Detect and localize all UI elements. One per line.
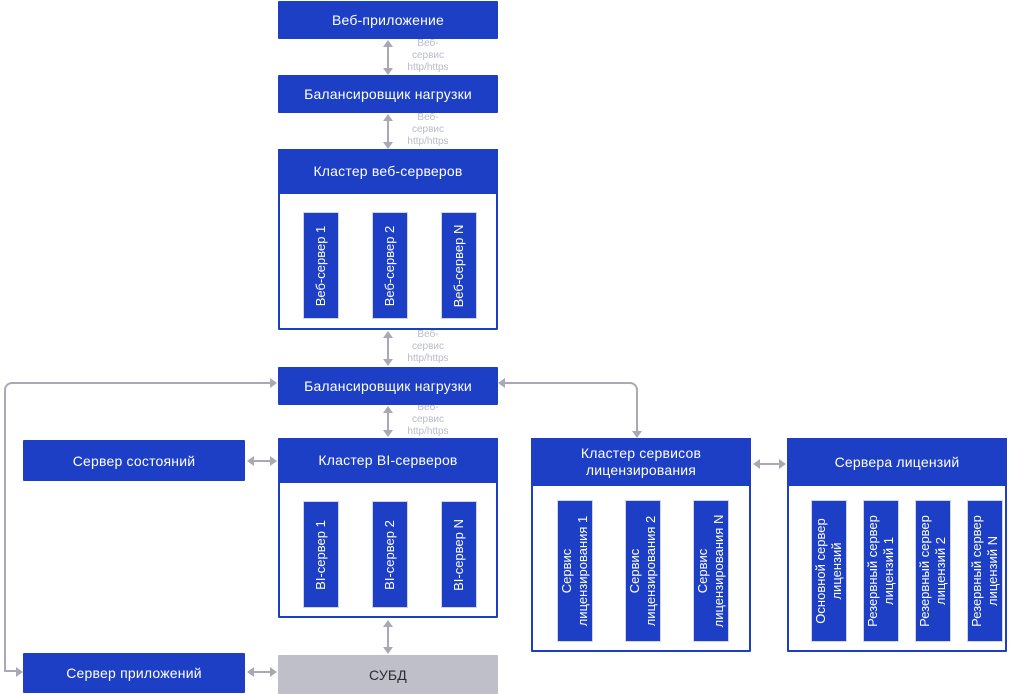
node-backup-license-server-n: Резервный сервер лицензий N bbox=[967, 500, 1003, 642]
node-web-application: Веб-приложение bbox=[278, 1, 498, 39]
connector-line bbox=[4, 382, 272, 672]
node-bi-server-n: BI-сервер N bbox=[441, 501, 477, 608]
arrowhead-right-icon bbox=[270, 456, 277, 466]
cluster-title: Кластер веб-серверов bbox=[313, 163, 463, 179]
node-label: Веб-сервер N bbox=[451, 224, 466, 307]
connector-line bbox=[387, 120, 389, 143]
connector-line bbox=[253, 460, 271, 462]
arrowhead-right-icon bbox=[270, 378, 277, 388]
node-web-server-2: Веб-сервер 2 bbox=[372, 212, 408, 319]
arrowhead-down-icon bbox=[383, 430, 393, 437]
cluster-web-servers: Кластер веб-серверов Веб-сервер 1 Веб-се… bbox=[278, 149, 498, 330]
connector-line bbox=[387, 626, 389, 648]
arrowhead-down-icon bbox=[383, 359, 393, 366]
node-label: Сервис лицензирования 1 bbox=[559, 515, 590, 627]
cluster-license-servers-header: Сервера лицензий bbox=[787, 438, 1007, 486]
node-licensing-service-2: Сервис лицензирования 2 bbox=[625, 500, 661, 642]
cluster-licensing-services-header: Кластер сервисов лицензирования bbox=[531, 438, 751, 486]
node-label: Сервис лицензирования 2 bbox=[627, 515, 658, 627]
node-label: СУБД bbox=[368, 666, 407, 683]
edge-label-web-service: Веб- сервис http/https bbox=[407, 38, 449, 73]
cluster-web-servers-header: Кластер веб-серверов bbox=[278, 149, 498, 194]
connector-line bbox=[505, 382, 638, 432]
node-label: Сервис лицензирования N bbox=[695, 514, 726, 628]
node-label: Сервер приложений bbox=[66, 665, 202, 681]
arrowhead-down-icon bbox=[383, 142, 393, 149]
connector-line bbox=[253, 671, 271, 673]
cluster-bi-servers: Кластер BI-серверов BI-сервер 1 BI-серве… bbox=[278, 438, 498, 618]
arrowhead-up-icon bbox=[383, 114, 393, 121]
arrowhead-right-icon bbox=[270, 667, 277, 677]
connector-line bbox=[387, 46, 389, 69]
cluster-title: Сервера лицензий bbox=[834, 453, 960, 470]
node-label: Веб-приложение bbox=[331, 12, 445, 28]
connector-line bbox=[759, 463, 780, 465]
connector-line bbox=[387, 412, 389, 431]
arrowhead-up-icon bbox=[383, 406, 393, 413]
arrowhead-up-icon bbox=[383, 40, 393, 47]
cluster-license-servers: Сервера лицензий Основной сервер лицензи… bbox=[787, 438, 1007, 652]
node-label: Веб-сервер 2 bbox=[382, 225, 397, 306]
arrowhead-down-icon bbox=[383, 647, 393, 654]
node-main-license-server: Основной сервер лицензий bbox=[811, 500, 847, 642]
arrowhead-left-icon bbox=[753, 459, 760, 469]
arrowhead-up-icon bbox=[383, 331, 393, 338]
edge-label-web-service: Веб- сервис http/https bbox=[407, 329, 449, 364]
arrowhead-up-icon bbox=[383, 620, 393, 627]
node-backup-license-server-1: Резервный сервер лицензий 1 bbox=[863, 500, 899, 642]
node-label: Основной сервер лицензий bbox=[813, 518, 844, 624]
node-state-server: Сервер состояний bbox=[23, 440, 245, 481]
node-web-server-1: Веб-сервер 1 bbox=[303, 212, 339, 319]
node-web-server-n: Веб-сервер N bbox=[441, 212, 477, 319]
cluster-title: Кластер сервисов лицензирования bbox=[580, 445, 702, 478]
node-label: Балансировщик нагрузки bbox=[304, 86, 472, 102]
node-licensing-service-1: Сервис лицензирования 1 bbox=[557, 500, 593, 642]
node-label: Сервер состояний bbox=[72, 452, 196, 469]
node-label: BI-сервер 2 bbox=[382, 519, 397, 590]
node-application-server: Сервер приложений bbox=[23, 653, 245, 693]
node-bi-server-1: BI-сервер 1 bbox=[303, 501, 339, 608]
arrowhead-right-icon bbox=[16, 667, 23, 677]
arrowhead-left-icon bbox=[247, 456, 254, 466]
node-licensing-service-n: Сервис лицензирования N bbox=[693, 500, 729, 642]
node-label: Резервный сервер лицензий 1 bbox=[865, 515, 896, 627]
arrowhead-right-icon bbox=[779, 459, 786, 469]
arrowhead-left-icon bbox=[247, 667, 254, 677]
arrowhead-left-icon bbox=[498, 378, 505, 388]
edge-label-web-service: Веб- сервис http/https bbox=[407, 402, 449, 437]
node-label: Балансировщик нагрузки bbox=[304, 378, 472, 394]
node-bi-server-2: BI-сервер 2 bbox=[372, 501, 408, 608]
node-label: BI-сервер N bbox=[451, 518, 466, 591]
node-label: Веб-сервер 1 bbox=[313, 225, 328, 306]
node-dbms: СУБД bbox=[278, 655, 498, 694]
edge-label-web-service: Веб- сервис http/https bbox=[407, 112, 449, 147]
cluster-title: Кластер BI-серверов bbox=[318, 452, 458, 468]
node-backup-license-server-2: Резервный сервер лицензий 2 bbox=[915, 500, 951, 642]
node-load-balancer-mid: Балансировщик нагрузки bbox=[278, 367, 498, 405]
node-label: Резервный сервер лицензий 2 bbox=[917, 515, 948, 627]
connector-line bbox=[4, 670, 17, 672]
arrowhead-down-icon bbox=[383, 68, 393, 75]
arrowhead-down-icon bbox=[632, 431, 642, 438]
cluster-bi-servers-header: Кластер BI-серверов bbox=[278, 438, 498, 483]
node-label: Резервный сервер лицензий N bbox=[969, 515, 1000, 627]
node-load-balancer-top: Балансировщик нагрузки bbox=[278, 75, 498, 113]
node-label: BI-сервер 1 bbox=[313, 519, 328, 590]
connector-line bbox=[387, 337, 389, 360]
cluster-licensing-services: Кластер сервисов лицензирования Сервис л… bbox=[531, 438, 751, 652]
